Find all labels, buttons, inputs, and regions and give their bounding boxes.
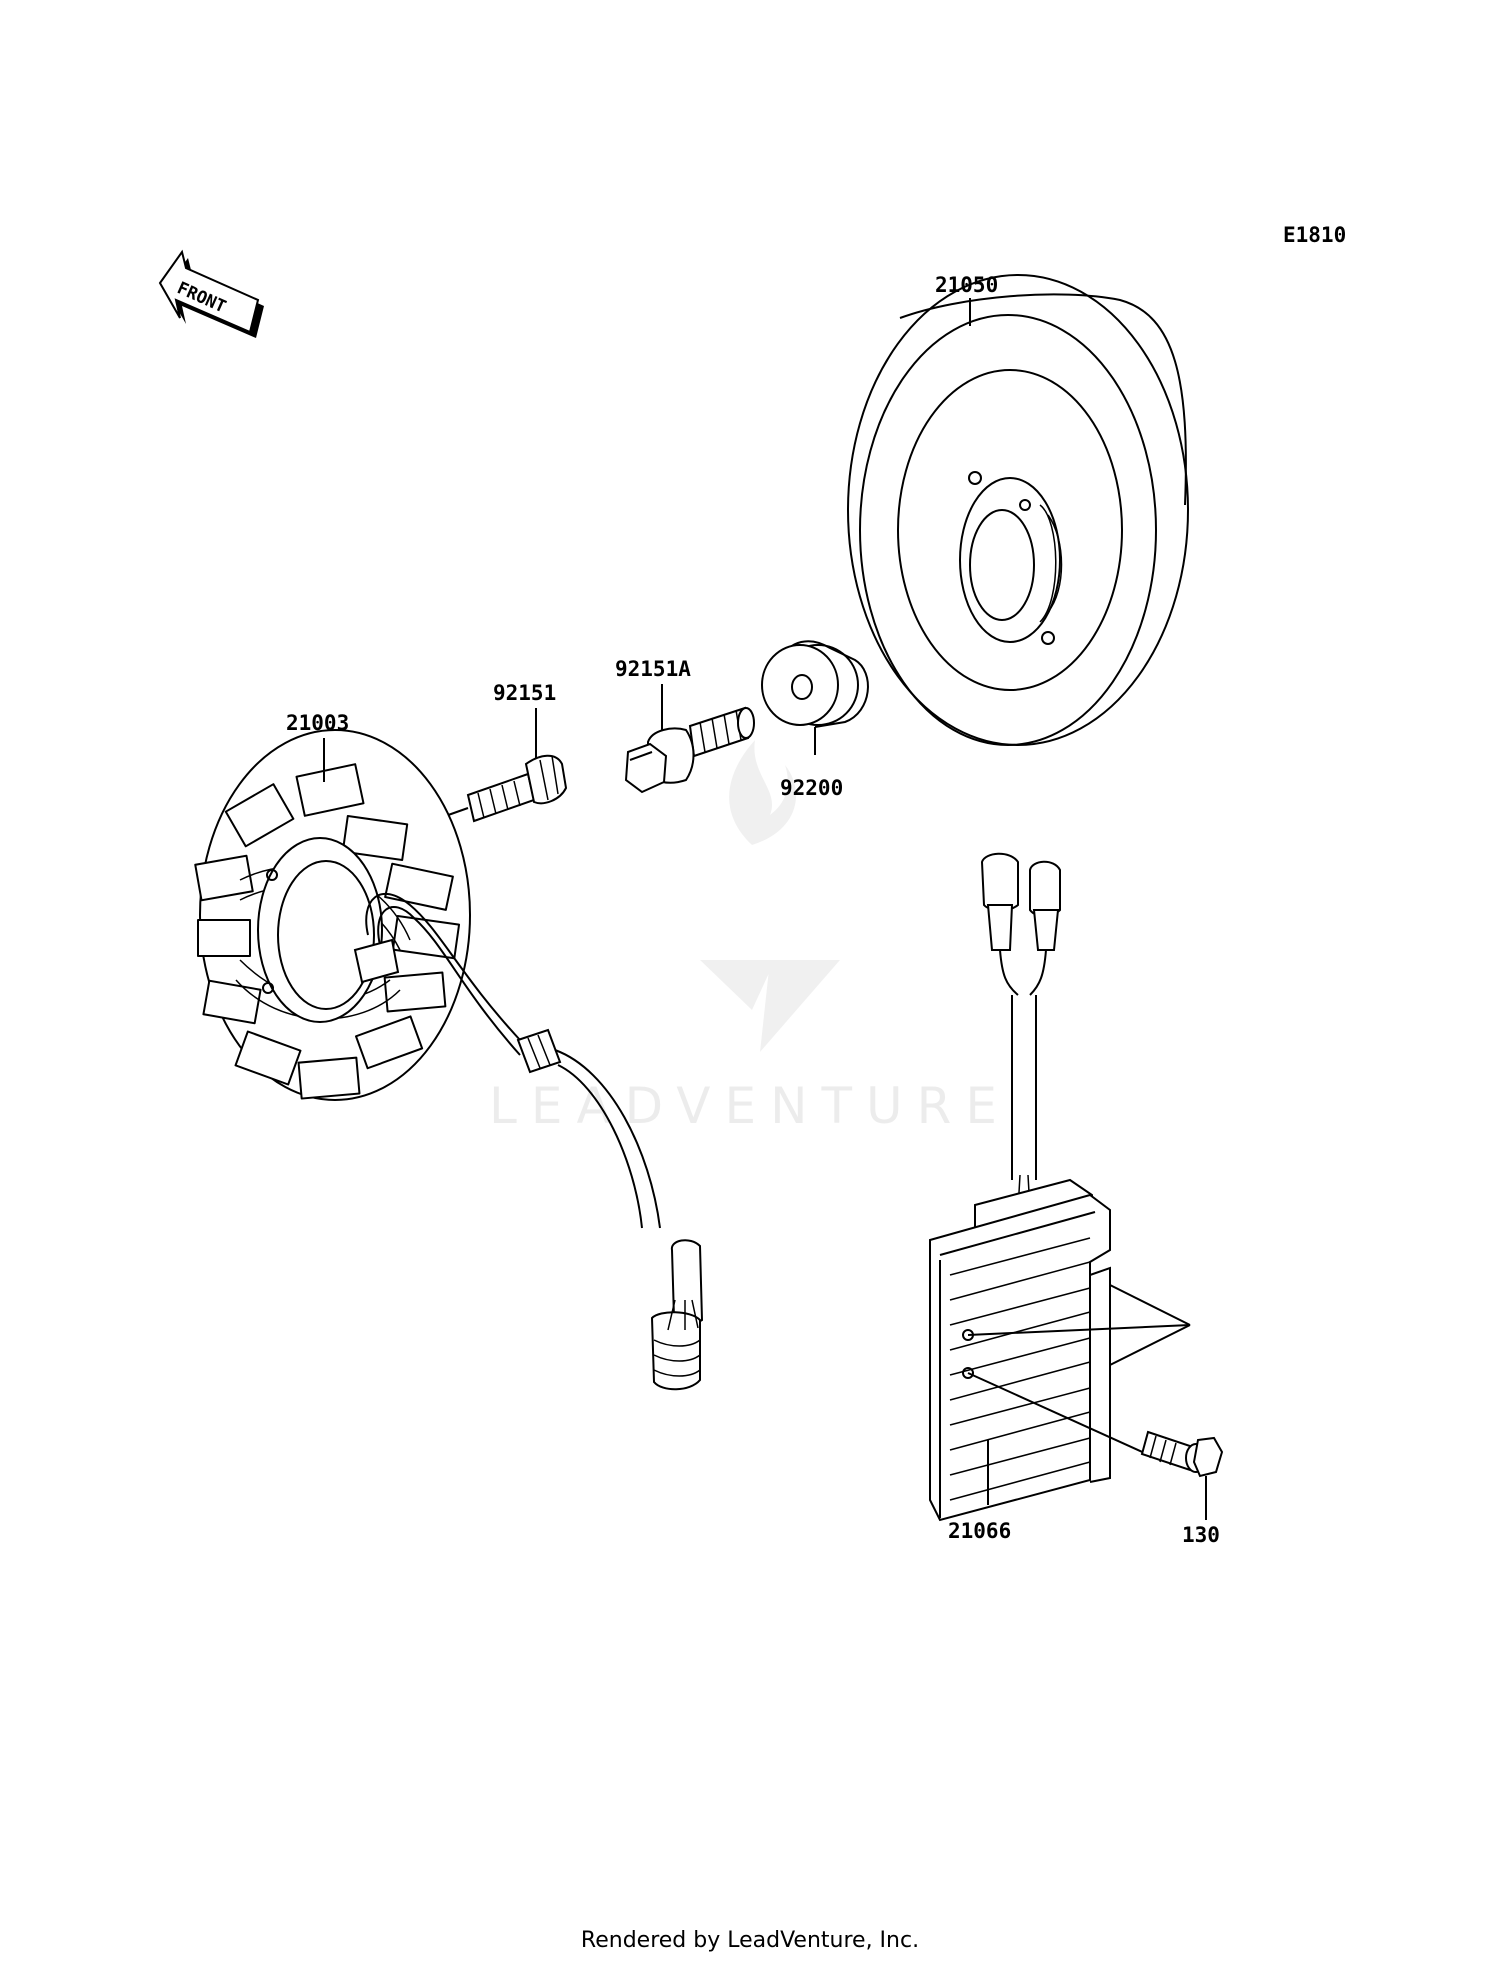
front-arrow-icon: FRONT [158, 249, 264, 338]
stator-harness[interactable] [353, 892, 704, 1391]
footer-credit: Rendered by LeadVenture, Inc. [580, 1928, 920, 1953]
label-92151: 92151 [493, 681, 556, 705]
regulator-21066[interactable] [929, 852, 1111, 1522]
label-21066: 21066 [948, 1519, 1011, 1543]
diagram-code: E1810 [1283, 223, 1346, 247]
flywheel-21050[interactable] [847, 274, 1189, 746]
watermark: LEADVENTURE [489, 740, 1011, 1135]
label-21050: 21050 [935, 273, 998, 297]
stator-bolt-92151[interactable] [466, 754, 568, 823]
watermark-v-icon [700, 960, 840, 1052]
label-130: 130 [1182, 1523, 1220, 1547]
watermark-text: LEADVENTURE [489, 1077, 1011, 1135]
washer-92200[interactable] [761, 640, 869, 728]
label-92151a: 92151A [615, 657, 691, 681]
label-21003: 21003 [286, 711, 349, 735]
watermark-flame-icon [729, 740, 797, 845]
stator-21003[interactable] [194, 729, 471, 1101]
flywheel-bolt-92151a[interactable] [624, 706, 755, 794]
label-92200: 92200 [780, 776, 843, 800]
regulator-bolt-130[interactable] [1140, 1430, 1224, 1478]
